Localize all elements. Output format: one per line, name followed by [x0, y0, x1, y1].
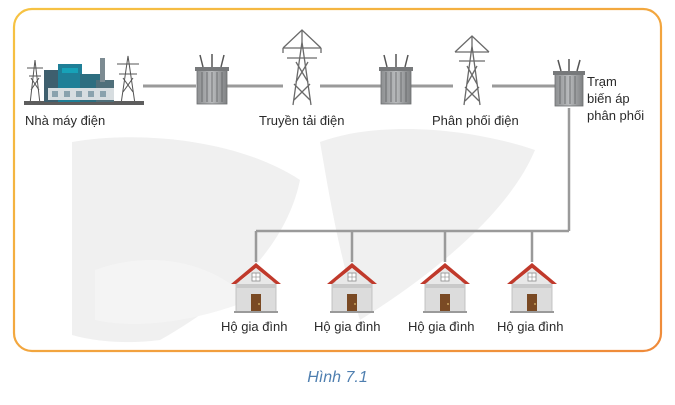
house-icon [231, 263, 281, 313]
transmission-tower-icon [282, 29, 322, 106]
households [231, 263, 557, 313]
distribution-transformer-icon [553, 59, 585, 107]
distribution-line [254, 108, 571, 262]
household-label-4: Hộ gia đình [497, 319, 564, 334]
watermark [72, 128, 535, 343]
power-plant-icon [24, 55, 144, 105]
transmission-label: Truyền tải điện [259, 113, 345, 128]
figure-caption: Hình 7.1 [307, 369, 368, 386]
distribution-label: Phân phối điện [432, 113, 519, 128]
household-label-3: Hộ gia đình [408, 319, 475, 334]
household-label-1: Hộ gia đình [221, 319, 288, 334]
intermediate-transformer-icon [379, 54, 413, 105]
substation-label-line2: biến áp [587, 91, 630, 106]
substation-label-line1: Trạm [587, 74, 617, 89]
distribution-tower-icon [454, 35, 490, 106]
step-up-transformer-icon [195, 54, 229, 105]
substation-label-line3: phân phối [587, 108, 645, 123]
house-icon [420, 263, 470, 313]
household-label-2: Hộ gia đình [314, 319, 381, 334]
house-icon [507, 263, 557, 313]
power-plant-label: Nhà máy điện [25, 113, 106, 128]
house-icon [327, 263, 377, 313]
